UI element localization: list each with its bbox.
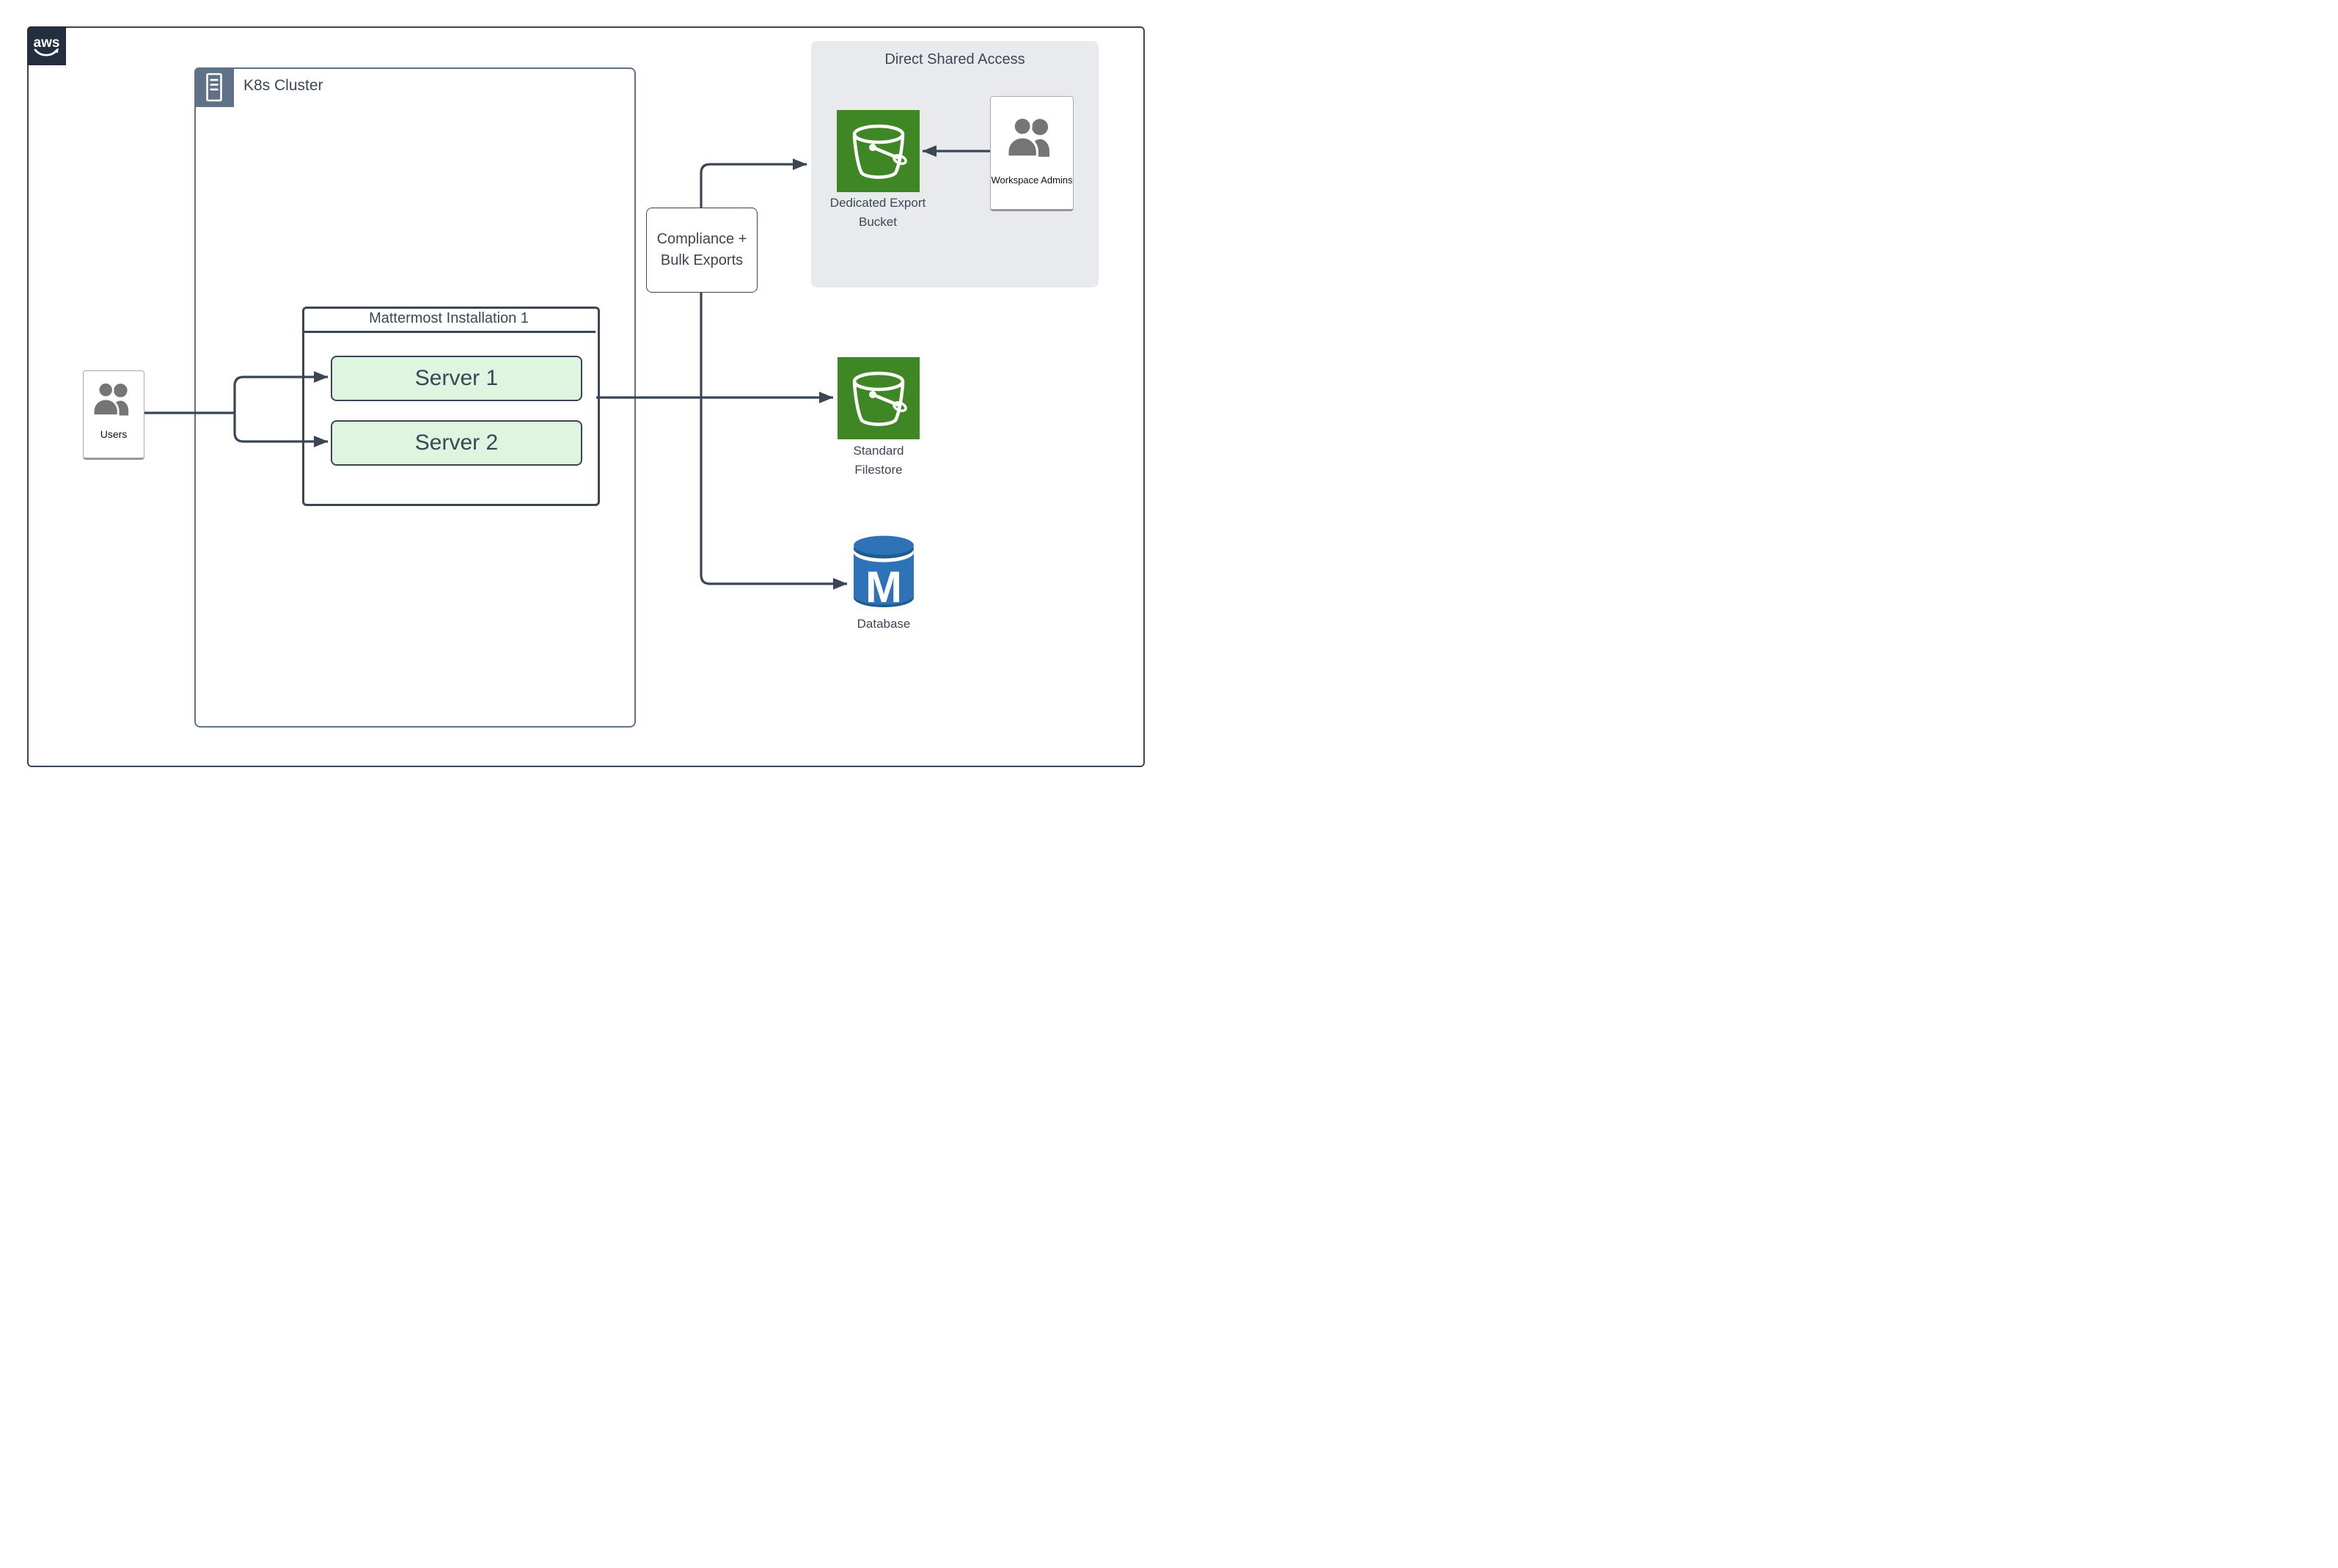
mattermost-installation-title: Mattermost Installation 1 (302, 307, 596, 333)
caption-line: Dedicated Export (829, 196, 926, 210)
standard-filestore-label: Standard Filestore (805, 442, 952, 480)
workspace-admins-label: Workspace Admins (991, 175, 1073, 186)
k8s-cluster-badge (194, 67, 234, 107)
database-label: Database (857, 617, 911, 631)
database-node: M (852, 535, 915, 617)
workspace-admins-node: Workspace Admins (990, 96, 1074, 211)
k8s-cluster-label: K8s Cluster (243, 77, 323, 94)
database-cylinder-icon: M (854, 535, 914, 612)
workspace-admins-icon (1006, 116, 1049, 158)
caption-line: Bucket (859, 215, 897, 230)
svg-text:M: M (865, 563, 902, 612)
mattermost-installation-box (302, 307, 600, 506)
s3-bucket-icon (852, 124, 907, 179)
users-node: Users (83, 370, 144, 460)
server-2-node: Server 2 (331, 420, 582, 466)
aws-architecture-diagram: aws K8s Cluster Direct Shared Access Ded… (0, 0, 1169, 784)
aws-logo-icon: aws (34, 35, 60, 56)
users-label: Users (100, 428, 128, 440)
server-1-node: Server 1 (331, 356, 582, 401)
direct-shared-access-title: Direct Shared Access (884, 51, 1025, 67)
compliance-line: Compliance + (656, 231, 747, 247)
aws-logo: aws (27, 26, 66, 65)
caption-line: Standard (853, 444, 904, 458)
compliance-line: Bulk Exports (660, 252, 744, 268)
dedicated-export-bucket (837, 110, 920, 192)
users-icon (92, 381, 129, 417)
server-rack-icon (206, 73, 222, 102)
aws-cloud-boundary (27, 26, 1145, 767)
dedicated-export-bucket-label: Dedicated Export Bucket (805, 194, 951, 232)
svg-text:aws: aws (34, 35, 60, 51)
standard-filestore-bucket (838, 357, 920, 439)
s3-bucket-icon (852, 371, 907, 426)
compliance-bulk-exports-node: Compliance + Bulk Exports (646, 208, 758, 293)
caption-line: Filestore (854, 463, 903, 477)
